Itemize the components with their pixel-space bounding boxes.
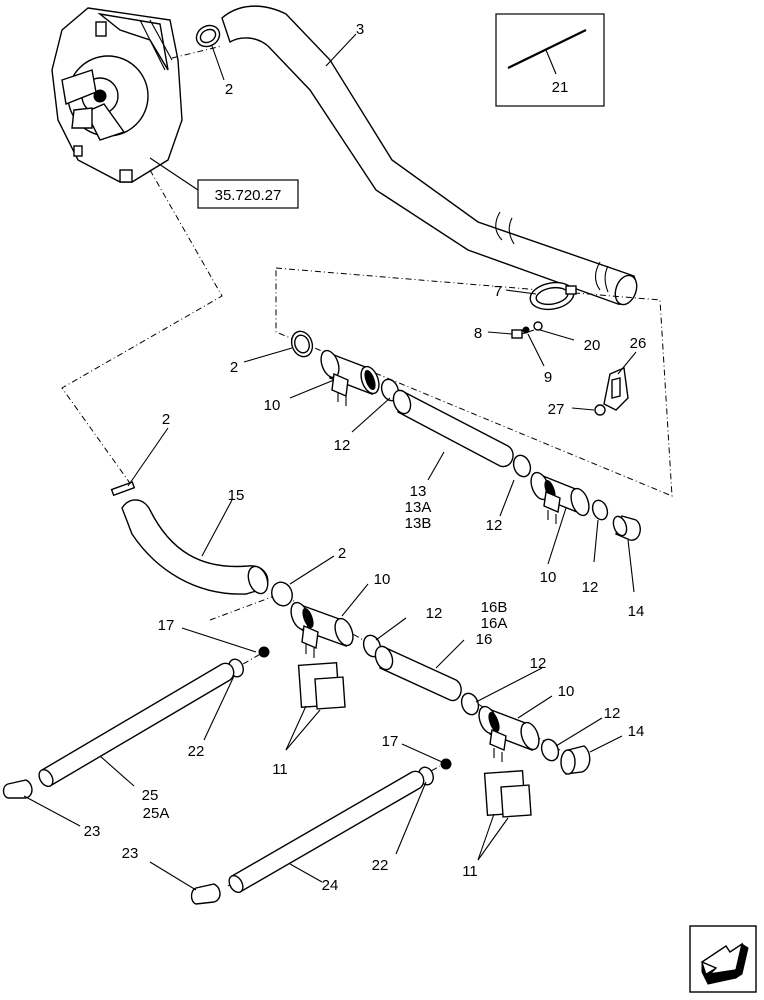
callout-2: 2 bbox=[230, 359, 238, 376]
clamp-small bbox=[110, 481, 136, 497]
callout-22: 22 bbox=[188, 743, 205, 760]
callout-12: 12 bbox=[334, 437, 351, 454]
tube-24 bbox=[228, 770, 425, 894]
callout-22: 22 bbox=[372, 857, 389, 874]
callout-2: 2 bbox=[338, 545, 346, 562]
fan-housing bbox=[51, 7, 183, 183]
callout-2: 2 bbox=[162, 411, 170, 428]
callouts: 2 3 7 8 20 9 26 27 2 10 12 13 13A 13B 12… bbox=[84, 21, 647, 894]
callout-20: 20 bbox=[584, 337, 601, 354]
elbow-23 bbox=[2, 779, 33, 799]
callout-16a: 16A bbox=[481, 615, 508, 632]
washer-20 bbox=[533, 321, 543, 331]
bolt-27 bbox=[594, 404, 606, 416]
gasket-11 bbox=[297, 661, 346, 710]
callout-16b: 16B bbox=[481, 599, 508, 616]
callout-10: 10 bbox=[558, 683, 575, 700]
reference-box[interactable]: 35.720.27 bbox=[197, 179, 299, 209]
tube-16 bbox=[374, 645, 462, 702]
tube-13 bbox=[392, 389, 514, 468]
callout-10: 10 bbox=[264, 397, 281, 414]
callout-26: 26 bbox=[630, 335, 647, 352]
tee-lower-right bbox=[478, 705, 540, 762]
clamp-ring bbox=[271, 581, 293, 607]
callout-25: 25 bbox=[142, 787, 159, 804]
tee-middle bbox=[290, 601, 354, 658]
hose-clamp-7 bbox=[529, 281, 577, 311]
callout-12: 12 bbox=[530, 655, 547, 672]
callout-12: 12 bbox=[604, 705, 621, 722]
end-cap-14 bbox=[560, 745, 591, 775]
callout-12: 12 bbox=[426, 605, 443, 622]
callout-13b: 13B bbox=[405, 515, 432, 532]
next-page-arrow-icon[interactable] bbox=[689, 925, 757, 993]
tee-right bbox=[530, 471, 590, 524]
reference-box-label: 35.720.27 bbox=[215, 187, 282, 204]
callout-12: 12 bbox=[582, 579, 599, 596]
hose-clamp bbox=[195, 24, 221, 48]
hose-15 bbox=[121, 499, 269, 595]
callout-13a: 13A bbox=[405, 499, 432, 516]
callout-24: 24 bbox=[322, 877, 339, 894]
bracket-26 bbox=[603, 366, 629, 411]
gasket-17 bbox=[258, 646, 270, 658]
callout-16: 16 bbox=[476, 631, 493, 648]
callout-10: 10 bbox=[540, 569, 557, 586]
callout-23: 23 bbox=[84, 823, 101, 840]
callout-17: 17 bbox=[382, 733, 399, 750]
clamp-ring bbox=[591, 499, 609, 521]
elbow-23 bbox=[190, 883, 221, 905]
callout-27: 27 bbox=[548, 401, 565, 418]
callout-23: 23 bbox=[122, 845, 139, 862]
tube-25 bbox=[38, 662, 235, 788]
gasket-11 bbox=[483, 769, 532, 818]
gasket-17 bbox=[440, 758, 452, 770]
clamp-ring bbox=[460, 692, 480, 716]
callout-14: 14 bbox=[628, 603, 645, 620]
callout-15: 15 bbox=[228, 487, 245, 504]
nut-9 bbox=[522, 326, 530, 334]
inset-box: 21 bbox=[495, 13, 605, 107]
callout-7: 7 bbox=[494, 283, 502, 300]
tee-upper bbox=[320, 349, 380, 406]
callout-9: 9 bbox=[544, 369, 552, 386]
callout-10: 10 bbox=[374, 571, 391, 588]
end-cap-14 bbox=[612, 515, 641, 541]
callout-25a: 25A bbox=[143, 805, 170, 822]
callout-11: 11 bbox=[272, 761, 288, 778]
clamp-ring bbox=[540, 738, 560, 762]
callout-17: 17 bbox=[158, 617, 175, 634]
callout-2: 2 bbox=[225, 81, 233, 98]
callout-12: 12 bbox=[486, 517, 503, 534]
callout-14: 14 bbox=[628, 723, 645, 740]
callout-13: 13 bbox=[410, 483, 427, 500]
callout-8: 8 bbox=[474, 325, 482, 342]
leader-lines bbox=[23, 33, 637, 891]
callout-11: 11 bbox=[462, 863, 478, 880]
clamp-ring bbox=[512, 454, 532, 478]
callout-3: 3 bbox=[356, 21, 364, 38]
clamp-ring bbox=[290, 330, 314, 358]
callout-21: 21 bbox=[552, 79, 569, 96]
